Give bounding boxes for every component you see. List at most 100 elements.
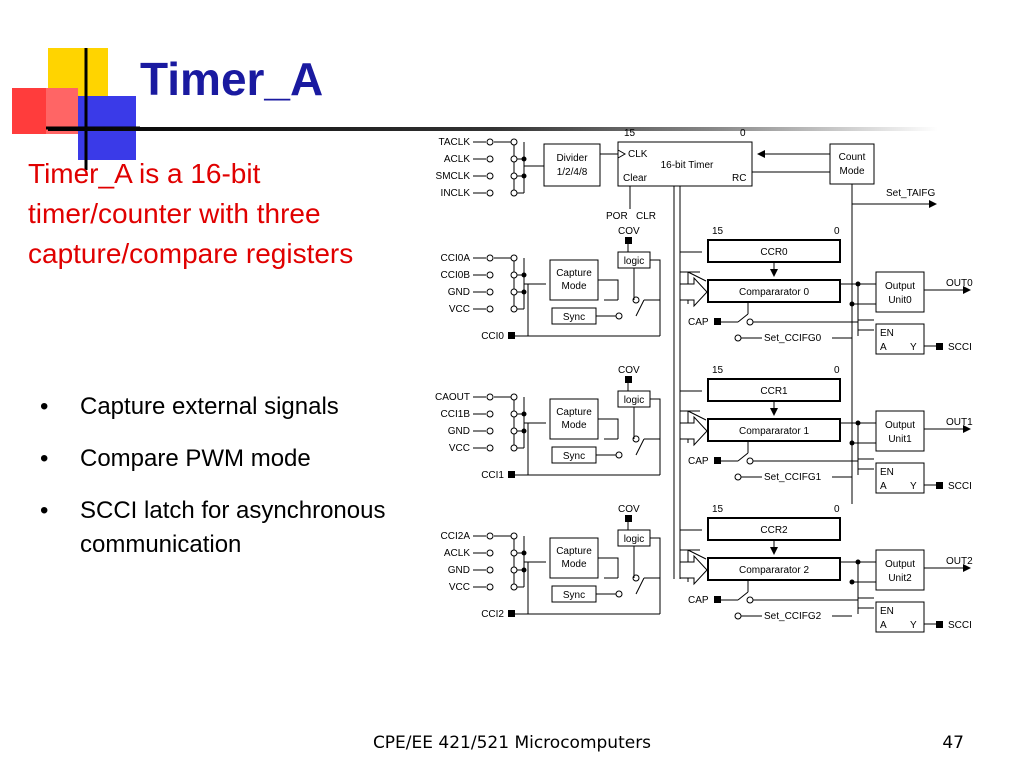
capture-mode-block bbox=[549, 259, 599, 301]
timer-section: TACLK ACLK SMCLK INCLK Divider 1/2/4/8 1… bbox=[436, 128, 937, 504]
input-mux-wires bbox=[473, 257, 546, 310]
channel-input-label: CCI0B bbox=[441, 270, 471, 281]
scci-latch-block bbox=[875, 323, 925, 355]
divider-block bbox=[543, 143, 601, 187]
cap-label: CAP bbox=[688, 456, 709, 467]
bullet-dot: • bbox=[40, 445, 49, 472]
cov-label: COV bbox=[618, 504, 640, 515]
latch-a-label: A bbox=[880, 620, 887, 631]
ccr-bit-low: 0 bbox=[834, 365, 840, 376]
cci-label: CCI2 bbox=[481, 609, 504, 620]
slide-logo-squares bbox=[12, 48, 140, 170]
cov-label: COV bbox=[618, 226, 640, 237]
latch-y-label: Y bbox=[910, 620, 917, 631]
clock-input-label: INCLK bbox=[441, 188, 471, 199]
ccifg-label: Set_CCIFG0 bbox=[764, 333, 822, 344]
timer-bit-low: 0 bbox=[740, 128, 746, 139]
ccifg-label: Set_CCIFG2 bbox=[764, 611, 822, 622]
page-number: 47 bbox=[942, 733, 964, 753]
latch-a-label: A bbox=[880, 481, 887, 492]
capture-mode-block bbox=[549, 537, 599, 579]
bullet-item: •Capture external signals bbox=[40, 390, 400, 424]
slide-footer: CPE/EE 421/521 Microcomputers bbox=[372, 733, 652, 753]
clock-mux-terminals bbox=[486, 138, 518, 197]
clock-mux-wires bbox=[473, 141, 544, 194]
latch-y-label: Y bbox=[910, 342, 917, 353]
capture-compare-channels: CCI0ACCI0BGNDVCCCCI0CaptureModeSyncCOVlo… bbox=[435, 226, 973, 633]
comparator-label: Compararator 1 bbox=[739, 426, 809, 437]
timer-rc-label: RC bbox=[732, 173, 746, 184]
cap-label: CAP bbox=[688, 595, 709, 606]
timer-clk-label: CLK bbox=[628, 149, 648, 160]
slide-title: Timer_A bbox=[140, 53, 324, 105]
count-mode-label: Mode bbox=[839, 166, 864, 177]
comparator-block bbox=[707, 279, 841, 303]
logic-label: logic bbox=[624, 256, 645, 267]
timer-block bbox=[617, 141, 753, 187]
sync-label: Sync bbox=[563, 590, 585, 601]
latch-a-label: A bbox=[880, 342, 887, 353]
por-label: POR bbox=[606, 211, 628, 222]
ccr-bit-high: 15 bbox=[712, 365, 724, 376]
comparator-block bbox=[707, 557, 841, 581]
ccr-bit-high: 15 bbox=[712, 226, 724, 237]
comparator-label: Compararator 2 bbox=[739, 565, 809, 576]
channel-input-label: VCC bbox=[449, 304, 470, 315]
count-mode-block bbox=[829, 143, 875, 185]
scci-latch-block bbox=[875, 601, 925, 633]
input-mux-wires bbox=[473, 396, 546, 449]
output-unit-block bbox=[875, 271, 925, 313]
set-taifg-label: Set_TAIFG bbox=[886, 188, 935, 199]
input-mux-wires bbox=[473, 535, 546, 588]
capture-mode-label: Capture bbox=[556, 268, 592, 279]
comparator-label: Compararator 0 bbox=[739, 287, 809, 298]
channel-input-label: GND bbox=[448, 426, 470, 437]
lead-text: Timer_A is a 16-bit timer/counter with t… bbox=[28, 158, 354, 269]
bullet-item: •SCCI latch for asynchronous communicati… bbox=[40, 494, 400, 562]
ccifg-label: Set_CCIFG1 bbox=[764, 472, 822, 483]
timer-a-block-diagram: TACLK ACLK SMCLK INCLK Divider 1/2/4/8 1… bbox=[435, 128, 973, 633]
scci-latch-block bbox=[875, 462, 925, 494]
comparator-block bbox=[707, 418, 841, 442]
capture-compare-channel: CCI2AACLKGNDVCCCCI2CaptureModeSyncCOVlog… bbox=[441, 504, 973, 633]
bullet-list: •Capture external signals •Compare PWM m… bbox=[40, 390, 400, 580]
capture-mode-block bbox=[549, 398, 599, 440]
timer-name: 16-bit Timer bbox=[661, 160, 714, 171]
cci-label: CCI0 bbox=[481, 331, 504, 342]
bullet-item: • Compare PWM mode bbox=[40, 442, 400, 476]
out-label: OUT2 bbox=[946, 556, 973, 567]
output-unit-label: Unit2 bbox=[888, 573, 912, 584]
bullet-text: Capture external signals bbox=[80, 393, 339, 420]
clock-input-label: SMCLK bbox=[436, 171, 471, 182]
output-unit-label: Unit1 bbox=[888, 434, 912, 445]
output-unit-label: Output bbox=[885, 281, 915, 292]
capture-compare-channel: CAOUTCCI1BGNDVCCCCI1CaptureModeSyncCOVlo… bbox=[435, 365, 973, 494]
channel-input-label: CCI1B bbox=[441, 409, 471, 420]
scci-label: SCCI bbox=[948, 620, 972, 631]
title-underline bbox=[48, 127, 938, 131]
ccr-bit-high: 15 bbox=[712, 504, 724, 515]
bullet-dot: • bbox=[40, 497, 49, 524]
output-unit-block bbox=[875, 410, 925, 452]
timer-bit-high: 15 bbox=[624, 128, 636, 139]
ccr-bit-low: 0 bbox=[834, 504, 840, 515]
latch-en-label: EN bbox=[880, 328, 894, 339]
channel-input-label: GND bbox=[448, 287, 470, 298]
cov-label: COV bbox=[618, 365, 640, 376]
out-label: OUT1 bbox=[946, 417, 973, 428]
out-label: OUT0 bbox=[946, 278, 973, 289]
channel-input-label: ACLK bbox=[444, 548, 470, 559]
channel-input-label: GND bbox=[448, 565, 470, 576]
output-unit-label: Output bbox=[885, 559, 915, 570]
timer-clear-label: Clear bbox=[623, 173, 648, 184]
channel-input-label: VCC bbox=[449, 582, 470, 593]
bullet-text: Compare PWM mode bbox=[80, 445, 311, 472]
sync-label: Sync bbox=[563, 451, 585, 462]
count-mode-label: Count bbox=[839, 152, 866, 163]
divider-label: Divider bbox=[556, 153, 588, 164]
clock-input-label: ACLK bbox=[444, 154, 470, 165]
output-unit-block bbox=[875, 549, 925, 591]
output-unit-label: Output bbox=[885, 420, 915, 431]
logic-label: logic bbox=[624, 534, 645, 545]
logic-label: logic bbox=[624, 395, 645, 406]
